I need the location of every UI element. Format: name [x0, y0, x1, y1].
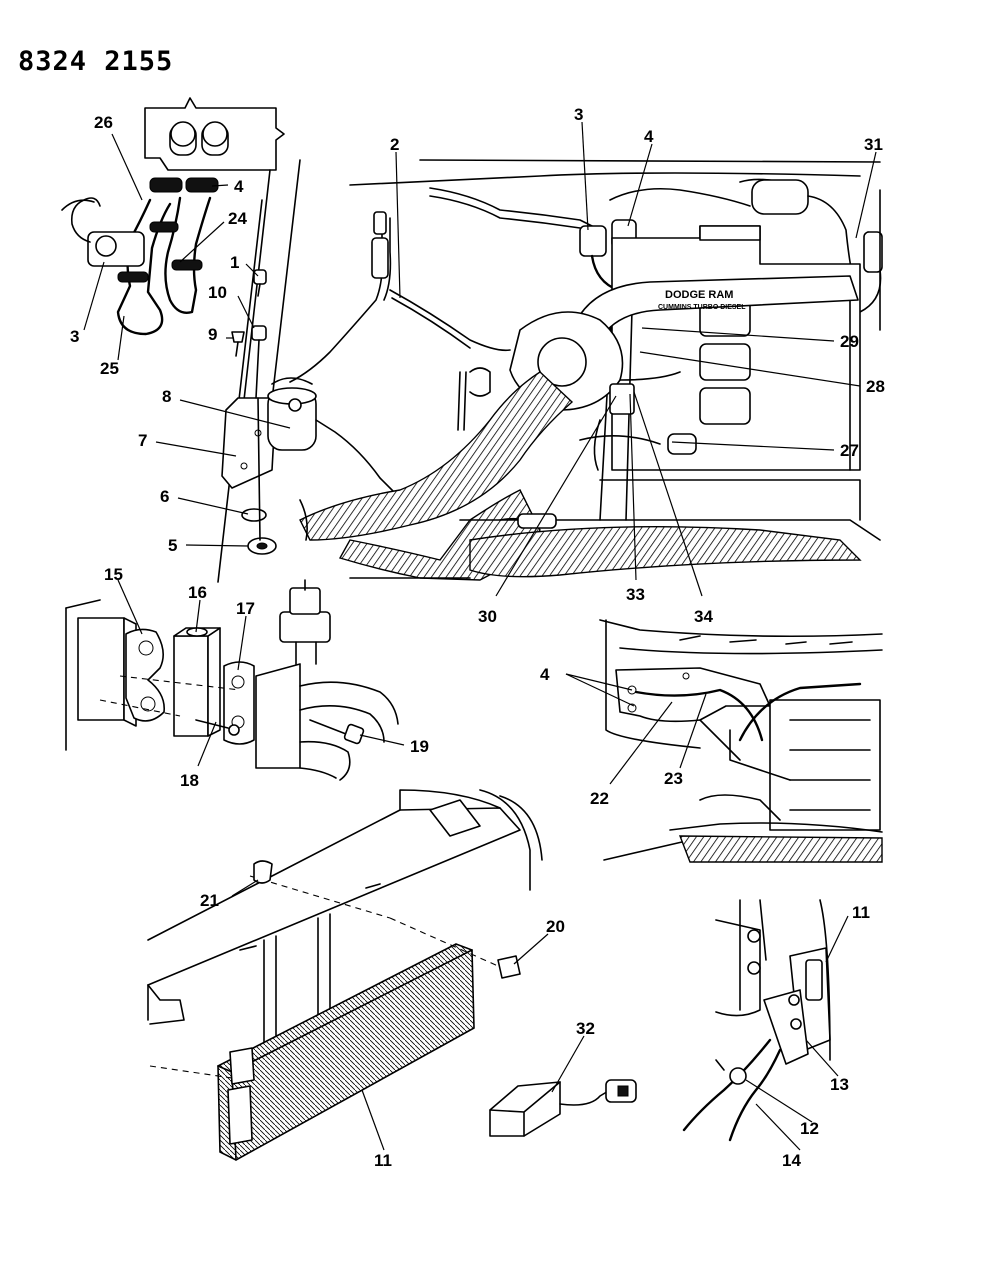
callout-16: 16 — [188, 583, 207, 602]
callout-14: 14 — [782, 1151, 801, 1170]
clutch-relay — [489, 1079, 637, 1137]
callout-7: 7 — [138, 431, 147, 450]
callout-5: 5 — [168, 536, 177, 555]
heater-valve-assembly — [61, 97, 285, 336]
condenser-fitting-detail — [682, 899, 831, 1142]
document-code: 8324 2155 — [18, 46, 174, 77]
callout-10: 10 — [208, 283, 227, 302]
callout-17: 17 — [236, 599, 255, 618]
callout-29: 29 — [840, 332, 859, 351]
callout-30: 30 — [478, 607, 497, 626]
condenser-line-detail — [599, 619, 883, 863]
callout-31: 31 — [864, 135, 883, 154]
leader-lines — [83, 121, 877, 1151]
callout-28: 28 — [866, 377, 885, 396]
callout-15: 15 — [104, 565, 123, 584]
callout-11b: 11 — [852, 903, 870, 922]
callout-6: 6 — [160, 487, 169, 506]
callout-24: 24 — [228, 209, 247, 228]
callout-4b: 4 — [644, 127, 654, 146]
callout-22: 22 — [590, 789, 609, 808]
engine-label-line1: DODGE RAM — [665, 289, 733, 301]
callout-4c: 4 — [540, 665, 550, 684]
condenser-assembly — [147, 789, 543, 1161]
callout-9: 9 — [208, 325, 217, 344]
expansion-valve-explode — [65, 579, 399, 781]
callout-numbers: 26 4 24 3 25 1 10 9 8 7 6 5 2 3 4 31 29 … — [70, 105, 885, 1170]
callout-4: 4 — [234, 177, 244, 196]
callout-27: 27 — [840, 441, 859, 460]
callout-11a: 11 — [374, 1151, 392, 1170]
callout-21: 21 — [200, 891, 219, 910]
callout-20: 20 — [546, 917, 565, 936]
callout-18: 18 — [180, 771, 199, 790]
callout-3b: 3 — [574, 105, 583, 124]
callout-32: 32 — [576, 1019, 595, 1038]
callout-13: 13 — [830, 1075, 849, 1094]
callout-25: 25 — [100, 359, 119, 378]
callout-12: 12 — [800, 1119, 819, 1138]
callout-2: 2 — [390, 135, 399, 154]
callout-1: 1 — [230, 253, 239, 272]
ac-lines — [289, 178, 883, 383]
engine-label-line2: CUMMINS TURBO DIESEL — [658, 304, 746, 311]
callout-19: 19 — [410, 737, 429, 756]
callout-3: 3 — [70, 327, 79, 346]
callout-8: 8 — [162, 387, 171, 406]
callout-26: 26 — [94, 113, 113, 132]
callout-33: 33 — [626, 585, 645, 604]
engine-assembly: DODGE RAM CUMMINS TURBO DIESEL — [299, 159, 881, 581]
callout-34: 34 — [694, 607, 713, 626]
callout-23: 23 — [664, 769, 683, 788]
